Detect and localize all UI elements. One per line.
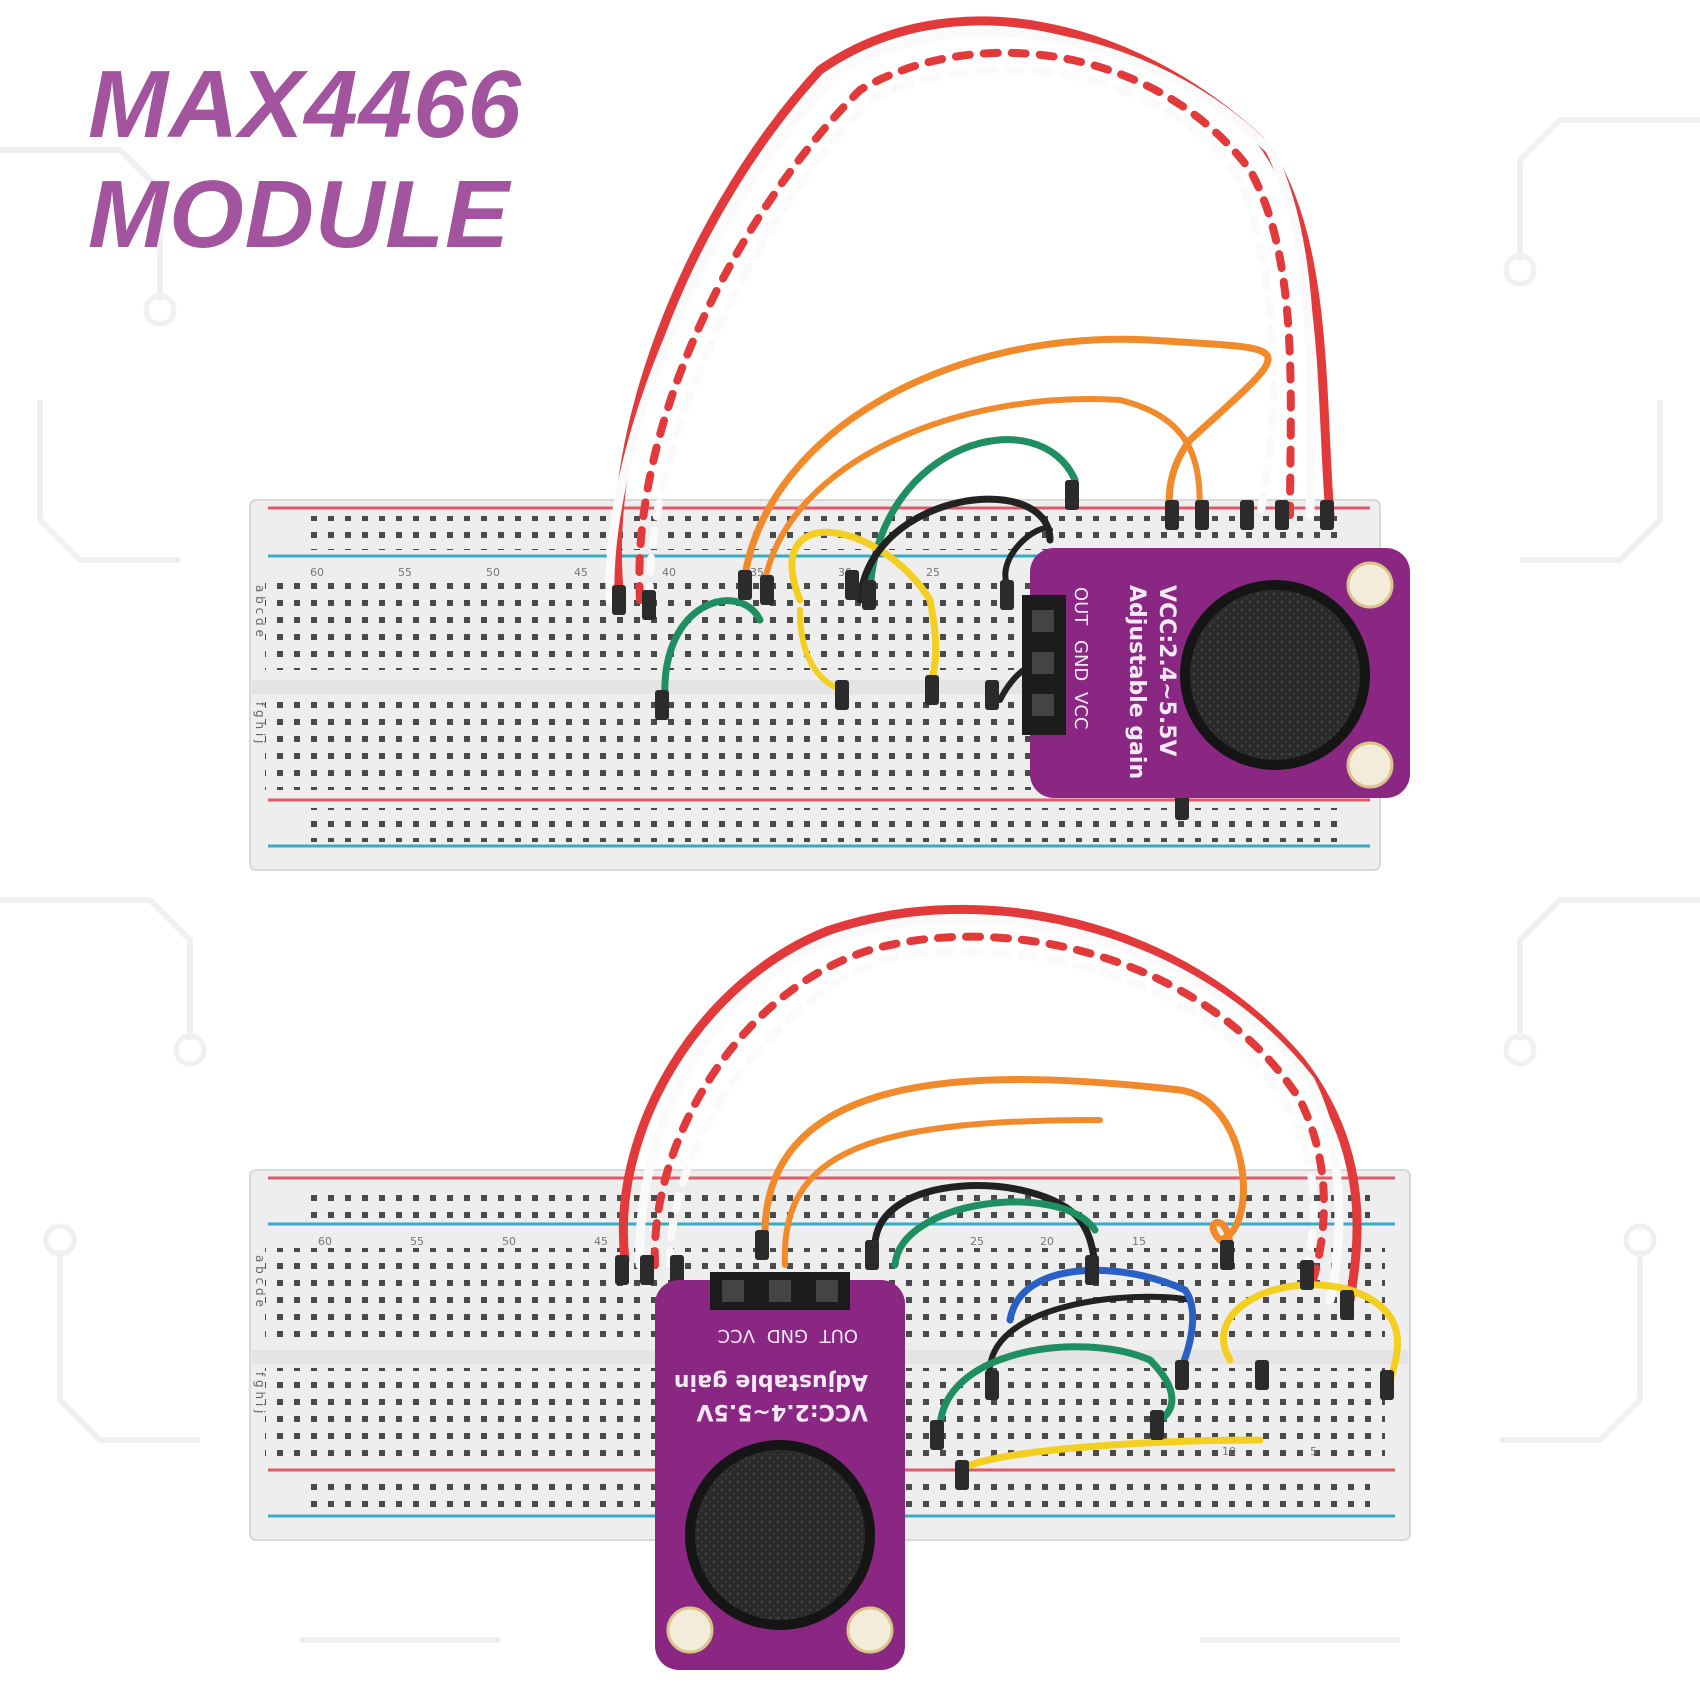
column-number: 35 xyxy=(750,566,764,579)
max4466-module-top: VCC:2.4~5.5V Adjustable gain OUT GND VCC xyxy=(1022,548,1410,798)
column-number: 40 xyxy=(662,566,676,579)
pin-label-gnd: GND xyxy=(1070,640,1091,681)
row-letters-bottom: f g h i j xyxy=(253,702,267,743)
column-number: 45 xyxy=(574,566,588,579)
module-voltage-label: VCC:2.4~5.5V xyxy=(696,1399,868,1424)
pin-label-vcc: VCC xyxy=(718,1325,755,1346)
module-gain-label: Adjustable gain xyxy=(1124,585,1149,779)
column-number: 60 xyxy=(310,566,324,579)
title-line-1: MAX4466 xyxy=(88,51,522,158)
column-number: 55 xyxy=(410,1235,424,1248)
column-number: 25 xyxy=(970,1235,984,1248)
column-number: 5 xyxy=(1310,1445,1317,1458)
module-gain-label: Adjustable gain xyxy=(674,1369,868,1394)
pin-label-gnd: GND xyxy=(767,1325,808,1346)
wires-bottom xyxy=(615,904,1401,1490)
row-letters-bottom: f g h i j xyxy=(253,1372,267,1413)
column-number: 15 xyxy=(1132,1235,1146,1248)
column-number: 60 xyxy=(318,1235,332,1248)
title-line-2: MODULE xyxy=(88,161,510,268)
pin-label-out: OUT xyxy=(819,1325,858,1346)
module-voltage-label: VCC:2.4~5.5V xyxy=(1154,585,1179,757)
column-number: 50 xyxy=(502,1235,516,1248)
max4466-module-bottom: VCC GND OUT Adjustable gain VCC:2.4~5.5V xyxy=(655,1272,905,1670)
column-number: 20 xyxy=(1040,1235,1054,1248)
row-letters-top: a b c d e xyxy=(253,1255,267,1307)
column-number: 55 xyxy=(398,566,412,579)
column-number: 10 xyxy=(1222,1445,1236,1458)
row-letters-top: a b c d e xyxy=(253,585,267,637)
column-number: 45 xyxy=(594,1235,608,1248)
column-number: 25 xyxy=(926,566,940,579)
pin-label-vcc: VCC xyxy=(1070,692,1091,729)
column-number: 50 xyxy=(486,566,500,579)
pin-label-out: OUT xyxy=(1070,587,1091,626)
wires-top xyxy=(605,16,1335,820)
